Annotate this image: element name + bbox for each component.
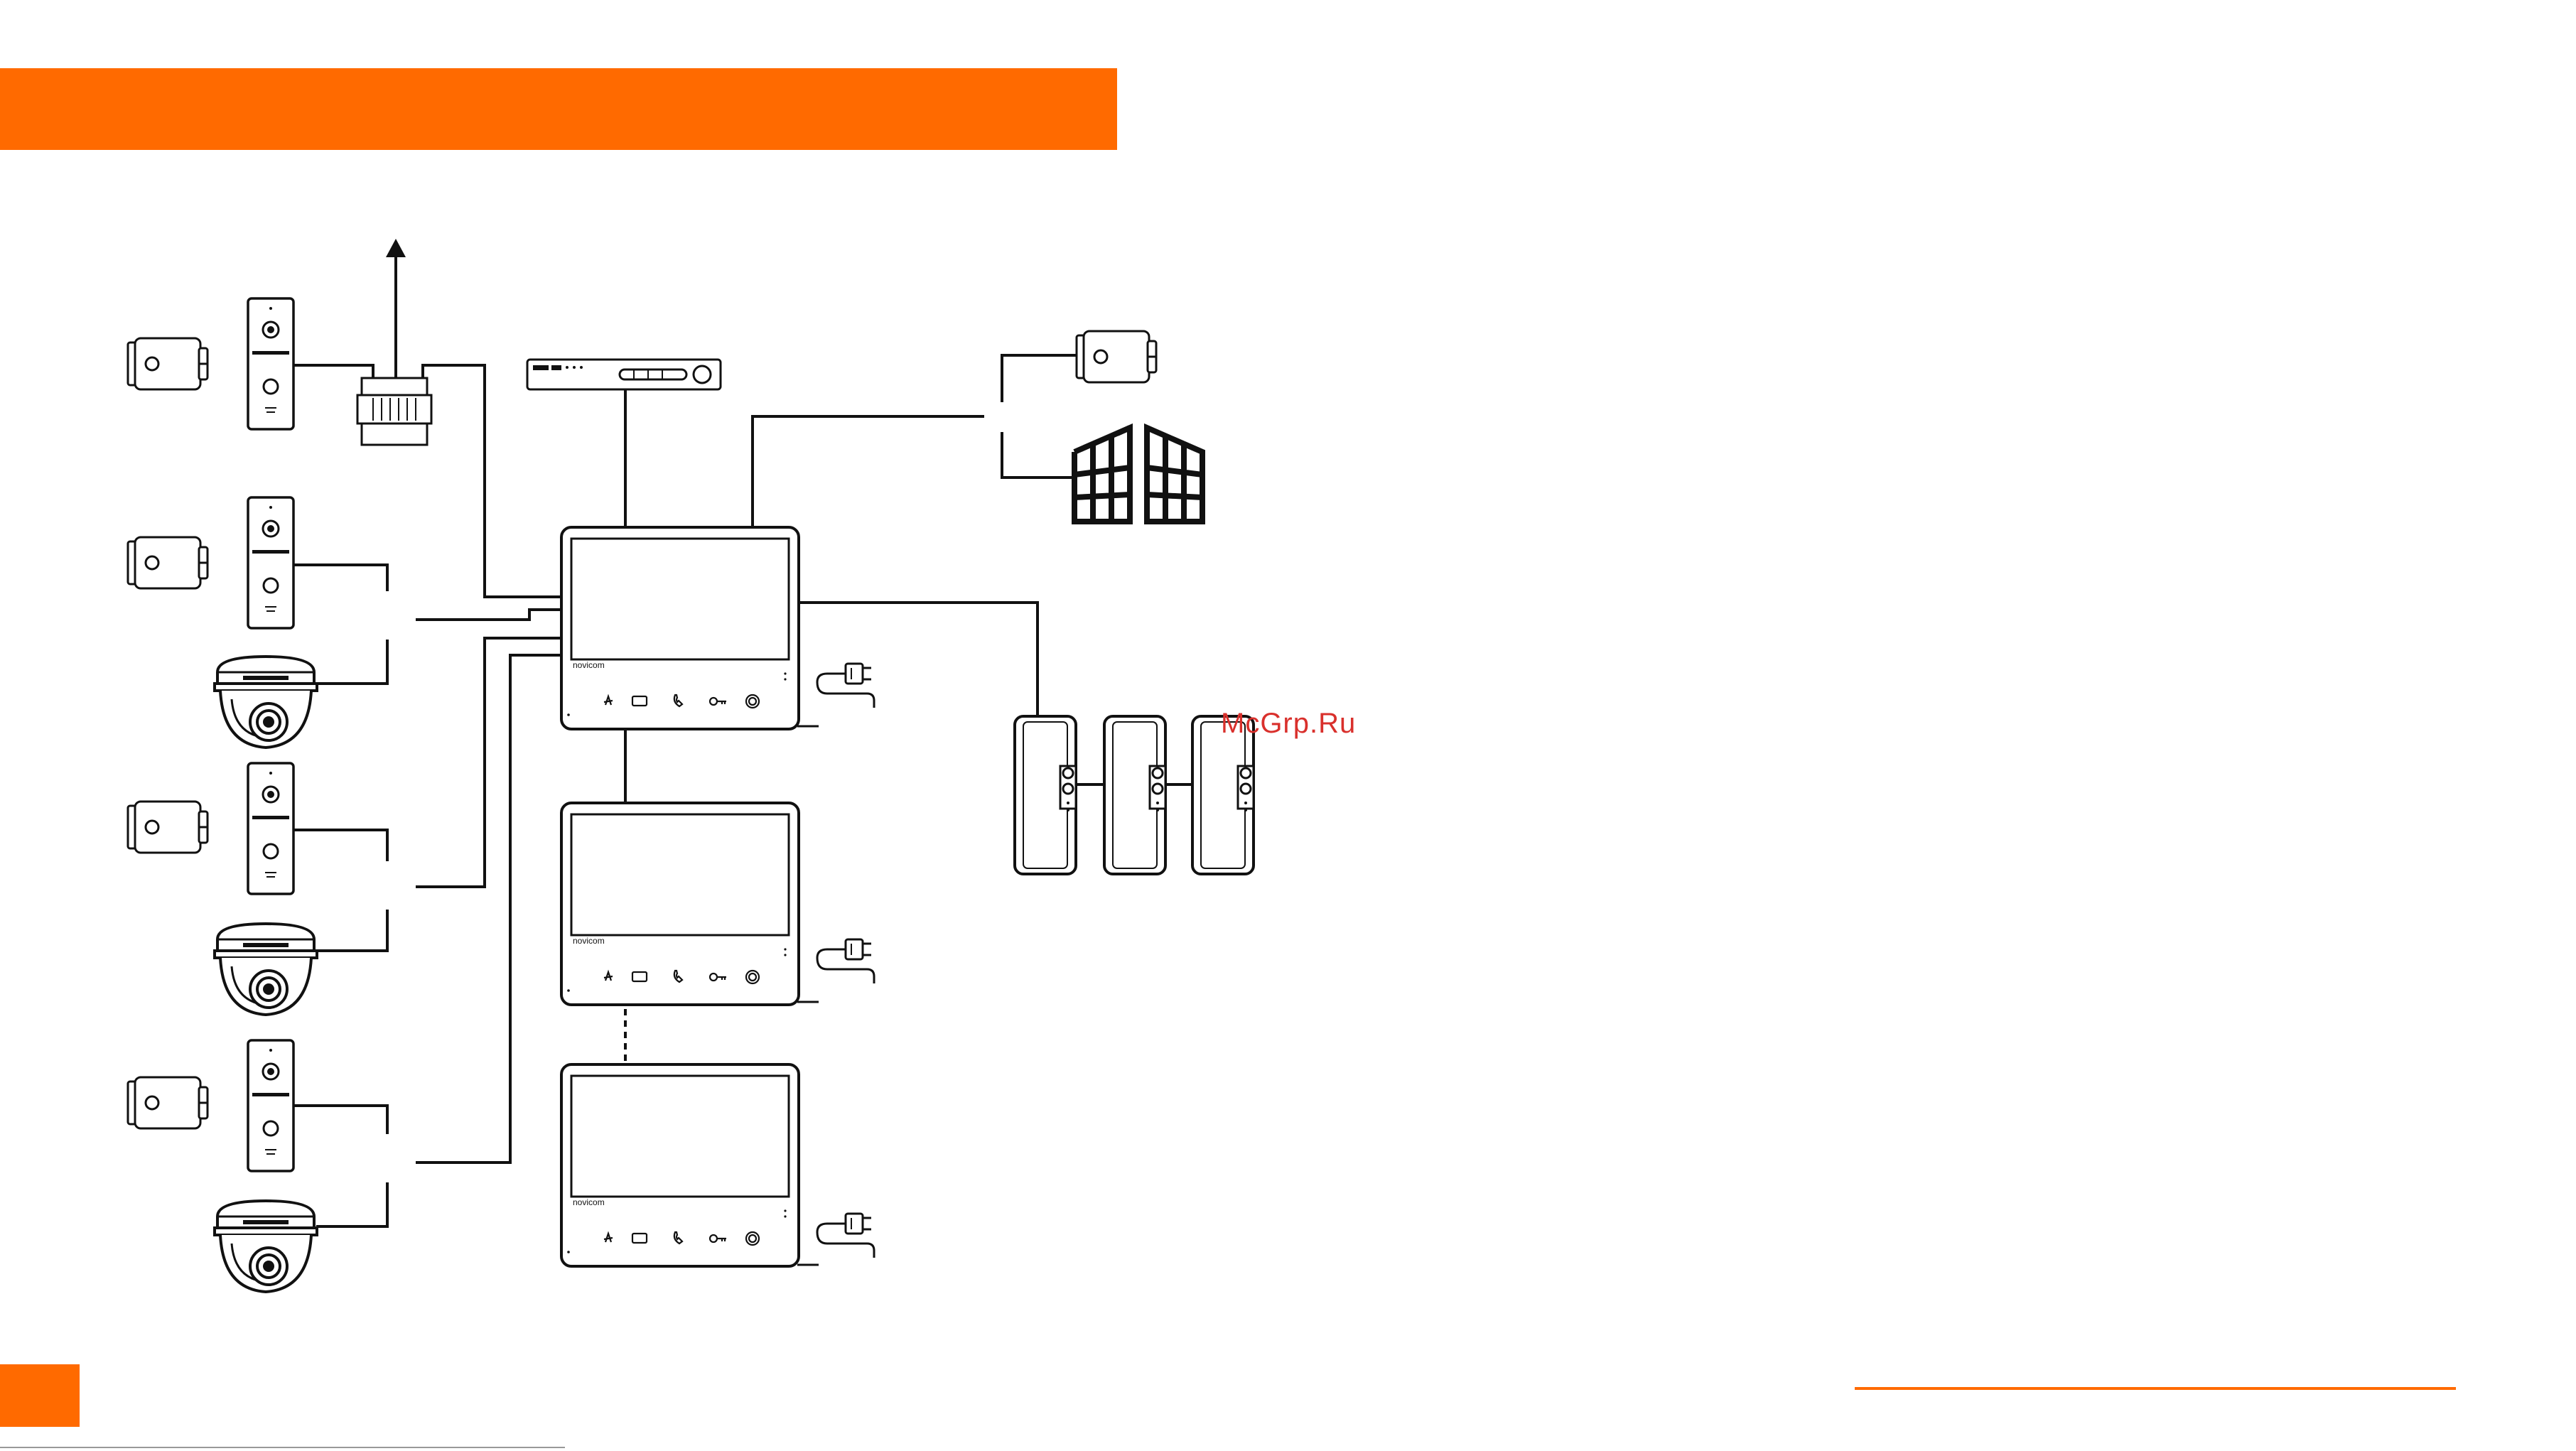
dome-camera-icon	[215, 657, 317, 748]
power-plug-icon	[817, 1214, 874, 1258]
indoor-monitor: novicom	[561, 1064, 799, 1266]
lock-icon	[1077, 331, 1156, 382]
watermark: McGrp.Ru	[1221, 708, 1356, 740]
power-plug-icon	[817, 939, 874, 983]
arrow-up-icon	[386, 239, 406, 257]
power-plug-icon	[817, 664, 874, 708]
door-panel-icon	[248, 497, 293, 628]
dome-camera-icon	[215, 924, 317, 1015]
monitor-brand: novicom	[573, 1197, 605, 1207]
dome-camera-icon	[215, 1201, 317, 1292]
door-panel-icon	[248, 298, 293, 429]
monitor-brand: novicom	[573, 936, 605, 946]
relay-module-icon	[357, 378, 431, 445]
dvr-icon	[527, 360, 721, 389]
door-panel-icon	[248, 763, 293, 894]
handset-icon	[1192, 716, 1254, 874]
lock-icon	[128, 537, 208, 588]
monitor-brand: novicom	[573, 660, 605, 670]
indoor-monitor: novicom	[561, 527, 799, 729]
lock-icon	[128, 1077, 208, 1128]
lock-icon	[128, 802, 208, 853]
handset-icon	[1104, 716, 1165, 874]
door-panel-icon	[248, 1040, 293, 1171]
handset-icon	[1015, 716, 1076, 874]
gate-icon	[1074, 428, 1202, 522]
indoor-monitor: novicom	[561, 803, 799, 1005]
lock-icon	[128, 338, 208, 389]
